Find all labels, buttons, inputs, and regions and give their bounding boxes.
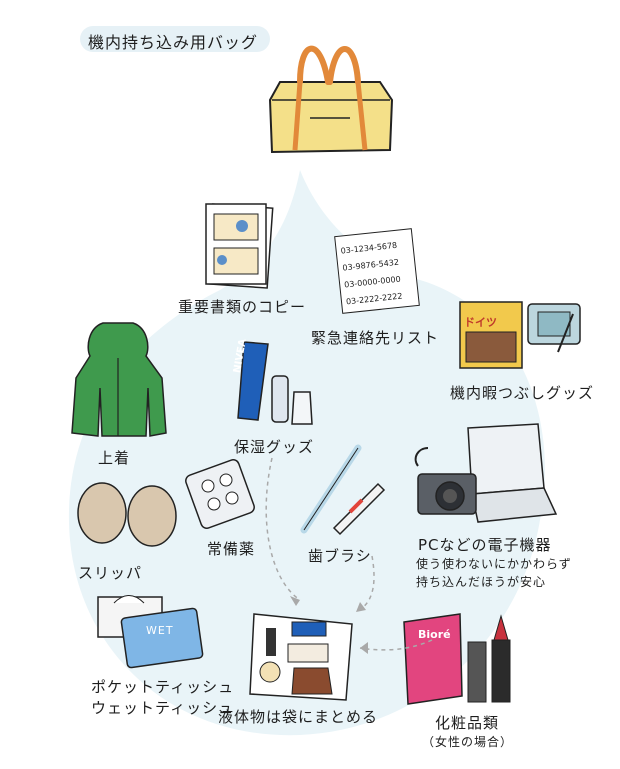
toothbrush-icon — [300, 444, 386, 536]
page-title: 機内持ち込み用バッグ — [88, 33, 259, 52]
bag-icon — [268, 45, 394, 154]
pc-note-line1: 使う使わないにかかわらず — [416, 557, 572, 571]
guidebook-game-icon — [459, 301, 581, 369]
title-highlight — [80, 26, 270, 52]
cosmetics-sub: （女性の場合） — [422, 735, 514, 749]
medicine-label: 常備薬 — [207, 540, 256, 558]
pc-label: PCなどの電子機器 — [418, 536, 552, 554]
liquid-bag-icon — [249, 613, 353, 701]
tissue-icon — [97, 595, 204, 669]
jacket-label: 上着 — [98, 449, 131, 467]
guidebook-title: ドイツ — [464, 316, 497, 329]
medicine-blister-icon — [185, 459, 255, 529]
biore-brand: Bioré — [418, 628, 451, 641]
moisturizer-icon — [237, 341, 313, 425]
emergency-label: 緊急連絡先リスト — [311, 329, 440, 347]
wet-text: WET — [146, 624, 174, 637]
toothbrush-label: 歯ブラシ — [308, 547, 372, 565]
laptop-camera-icon — [414, 423, 558, 523]
liquids-label: 液体物は袋にまとめる — [218, 708, 379, 726]
slippers-icon — [77, 482, 177, 547]
slippers-label: スリッパ — [78, 564, 143, 582]
moisture-label: 保湿グッズ — [234, 438, 315, 456]
cosmetics-label: 化粧品類 — [435, 714, 500, 732]
copies-label: 重要書類のコピー — [178, 298, 307, 316]
game-label: 機内暇つぶしグッズ — [450, 384, 595, 402]
tissue-label-line1: ポケットティッシュ — [91, 678, 235, 696]
hoodie-icon — [71, 322, 167, 437]
document-copy-icon — [205, 203, 274, 289]
cosmetics-icon — [403, 613, 511, 705]
tissue-label-line2: ウェットティッシュ — [91, 699, 235, 717]
pc-note-line2: 持ち込んだほうが安心 — [416, 575, 547, 589]
